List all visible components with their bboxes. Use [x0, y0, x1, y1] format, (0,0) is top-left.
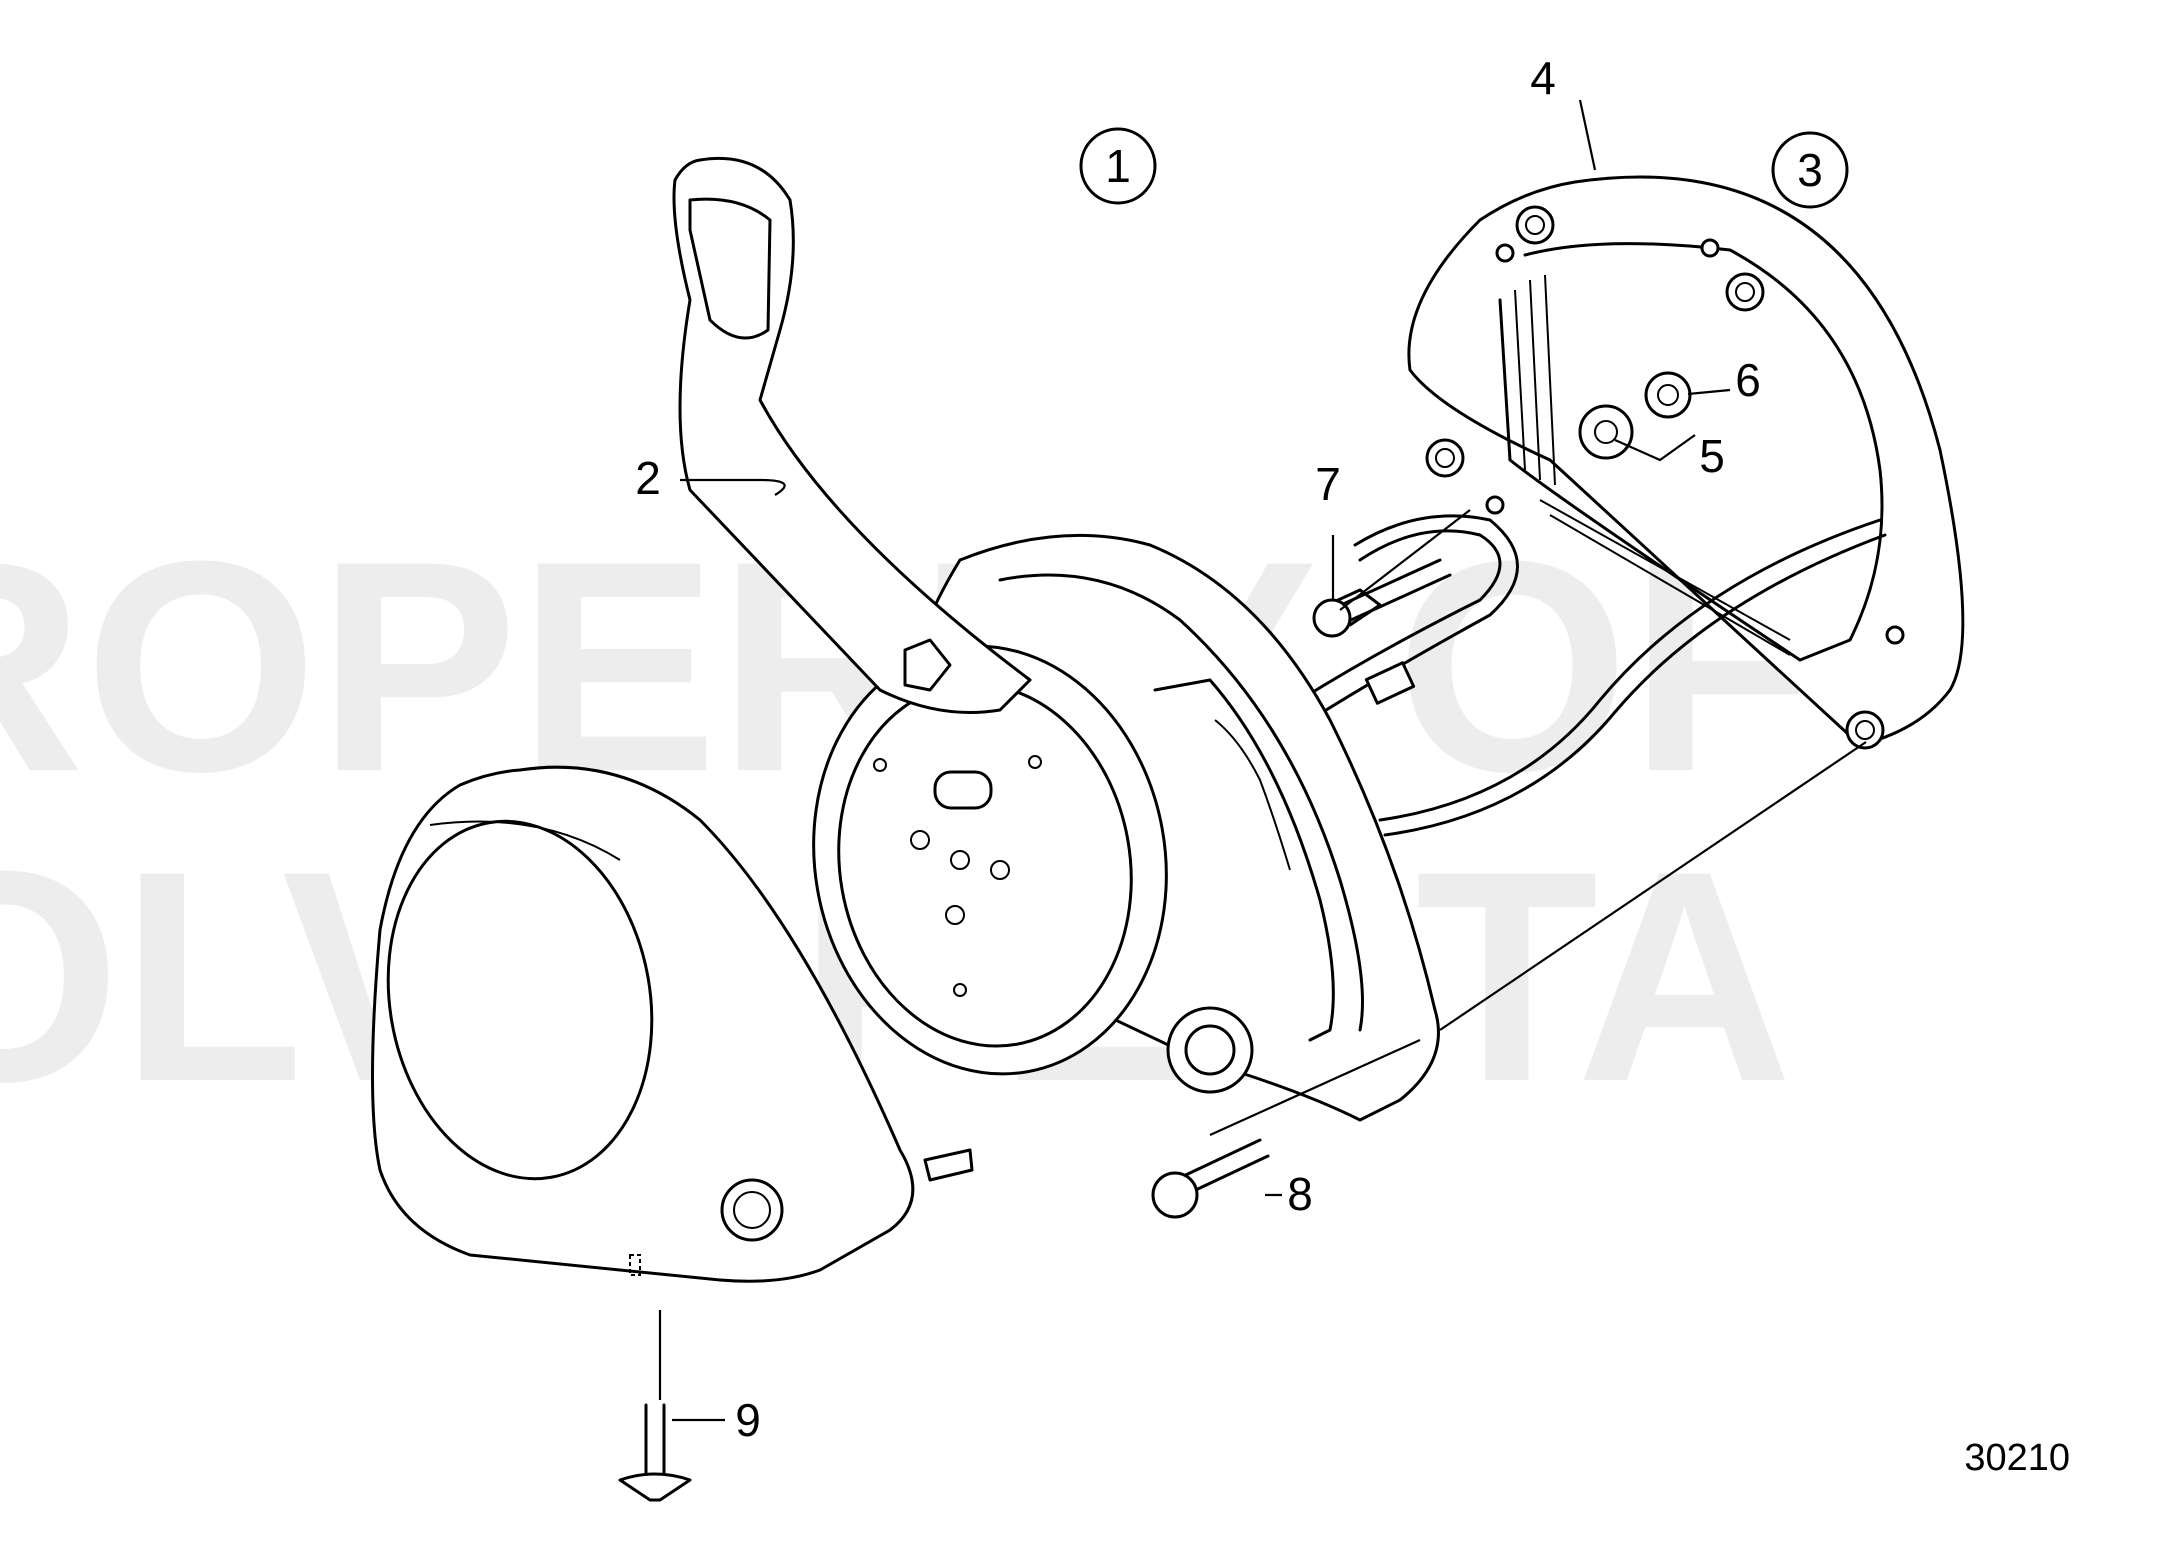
front-cover — [371, 765, 974, 1283]
control-unit-body — [812, 533, 1440, 1122]
screw-8 — [1151, 1138, 1270, 1219]
control-lever — [672, 156, 1032, 714]
callout-7: 7 — [1315, 458, 1341, 510]
callout-1: 1 — [1079, 127, 1157, 205]
figure-number: 30210 — [1964, 1437, 2070, 1479]
mounting-plate — [1407, 175, 1965, 750]
callout-8: 8 — [1287, 1168, 1313, 1220]
callout-3: 3 — [1771, 131, 1849, 209]
callout-9: 9 — [735, 1394, 761, 1446]
screw-9 — [618, 1403, 692, 1502]
svg-text:1: 1 — [1105, 140, 1131, 192]
wire-harness — [1298, 514, 1887, 837]
leader-lines — [658, 99, 1867, 1422]
callout-4: 4 — [1530, 52, 1556, 104]
svg-text:3: 3 — [1797, 144, 1823, 196]
callout-6: 6 — [1735, 354, 1761, 406]
callout-5: 5 — [1699, 430, 1725, 482]
callout-2: 2 — [635, 452, 661, 504]
